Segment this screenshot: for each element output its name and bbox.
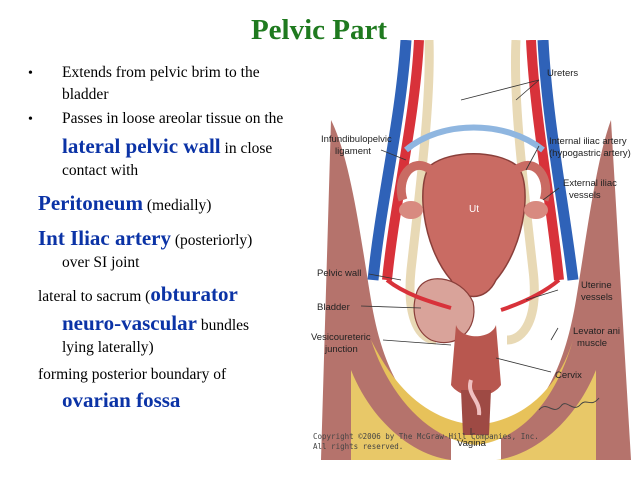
bullet-1-line-2: bladder <box>62 86 109 103</box>
int-iliac-emphasis: Int Iliac artery <box>38 226 171 250</box>
lateral-pelvic-wall-emphasis: lateral pelvic wall <box>62 134 221 158</box>
sacrum-line-2: neuro-vascular bundles <box>62 311 249 336</box>
copyright-line-2: All rights reserved. <box>313 442 404 451</box>
label-ureters: Ureters <box>547 68 578 79</box>
int-iliac-line-2: over SI joint <box>62 254 140 271</box>
peritoneum-note: (medially) <box>142 197 212 214</box>
pelvic-anatomy-illustration: Ureters Infundibulopelvic ligament Inter… <box>311 40 633 460</box>
left-iliac-artery <box>382 40 424 281</box>
bullet-2-line-1: Passes in loose areolar tissue on the <box>62 110 284 127</box>
bullet-symbol: • <box>28 112 33 127</box>
uterus <box>422 153 526 298</box>
label-internal-iliac-2: (hypogastric artery) <box>549 148 631 159</box>
copyright-notice: Copyright ©2006 by The McGraw-Hill Compa… <box>313 432 613 452</box>
sacrum-line-3: lying laterally) <box>62 339 154 356</box>
vagina <box>461 390 491 435</box>
label-infundibulopelvic-2: ligament <box>335 146 371 157</box>
bullet-symbol: • <box>28 66 33 81</box>
copyright-line-1: Copyright ©2006 by The McGraw-Hill Compa… <box>313 432 539 441</box>
left-iliac-vein <box>367 40 412 281</box>
label-levator-2: muscle <box>577 338 607 349</box>
neurovascular-emphasis: neuro-vascular <box>62 311 197 335</box>
label-vagina: Vagina <box>457 438 487 449</box>
label-bladder: Bladder <box>317 302 350 313</box>
label-cervix: Cervix <box>555 370 582 381</box>
artist-signature <box>538 397 600 411</box>
label-external-iliac-2: vessels <box>569 190 601 201</box>
fossa-line: forming posterior boundary of <box>38 366 227 383</box>
label-infundibulopelvic-1: Infundibulopelvic <box>321 134 392 145</box>
bullet-2-line-2: lateral pelvic wall in close <box>62 134 272 159</box>
label-ut: Ut <box>469 204 479 215</box>
label-pelvic-wall: Pelvic wall <box>317 268 361 279</box>
int-iliac-line: Int Iliac artery (posteriorly) <box>38 226 252 251</box>
bullet-2-after-emphasis: in close <box>220 140 273 157</box>
peritoneum-line: Peritoneum (medially) <box>38 191 211 216</box>
label-external-iliac-1: External iliac <box>563 178 617 189</box>
label-levator-1: Levator ani <box>573 326 620 337</box>
sacrum-text: lateral to sacrum ( <box>38 288 151 305</box>
obturator-emphasis: obturator <box>150 282 238 306</box>
bladder <box>413 278 475 344</box>
right-iliac-artery <box>526 40 564 281</box>
sacrum-line: lateral to sacrum (obturator <box>38 282 238 307</box>
ovarian-fossa-emphasis: ovarian fossa <box>62 388 181 412</box>
bundles-text: bundles <box>196 317 250 334</box>
bullet-2-line-3: contact with <box>62 162 139 179</box>
right-iliac-vein <box>537 40 579 281</box>
label-vesicoureteric-1: Vesicoureteric <box>311 332 371 343</box>
int-iliac-note: (posteriorly) <box>170 232 253 249</box>
label-vesicoureteric-2: junction <box>324 344 358 355</box>
label-uterine-1: Uterine <box>581 280 612 291</box>
bullet-1-line-1: Extends from pelvic brim to the <box>62 64 260 81</box>
text-column: • Extends from pelvic brim to the bladde… <box>0 0 318 479</box>
cervix <box>451 325 501 397</box>
peritoneum-emphasis: Peritoneum <box>38 191 143 215</box>
label-uterine-2: vessels <box>581 292 613 303</box>
label-internal-iliac-1: Internal iliac artery <box>549 136 627 147</box>
